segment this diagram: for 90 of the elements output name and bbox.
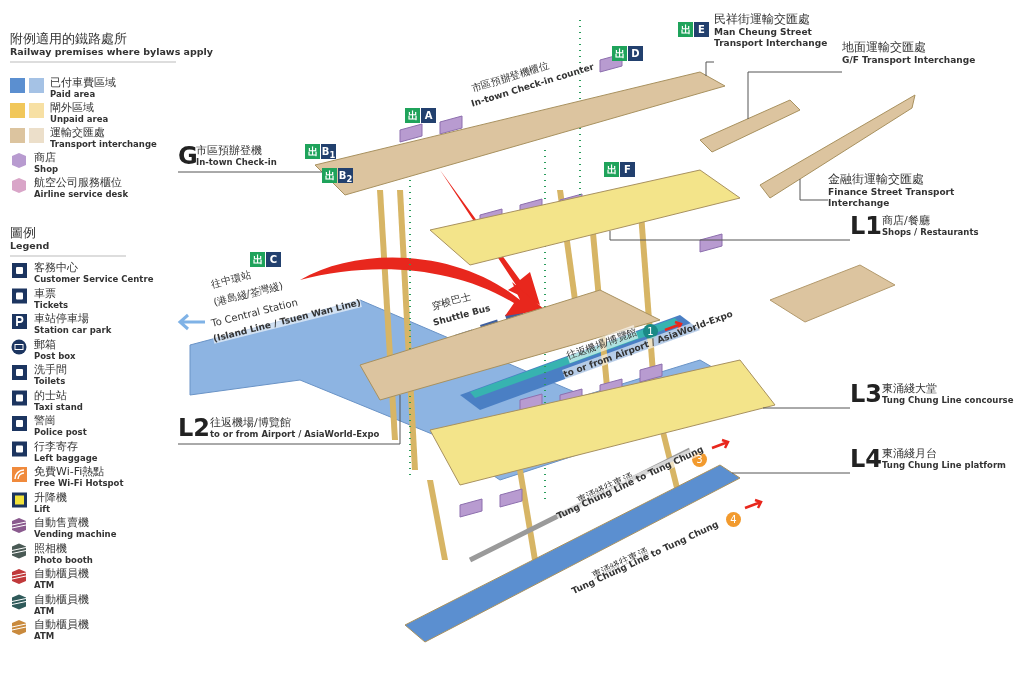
exit-sign: 出 bbox=[604, 162, 619, 177]
exit-letter: F bbox=[620, 162, 635, 177]
exit-letter: B$_{1}$ bbox=[321, 144, 336, 159]
floor-plate bbox=[699, 99, 801, 153]
leader-line bbox=[731, 472, 851, 474]
place-name: 地面運輸交匯處 bbox=[842, 40, 927, 55]
place-name: Finance Street Transport Interchange bbox=[828, 187, 956, 209]
legend-label: ATM bbox=[34, 631, 56, 642]
legend-label: Police post bbox=[34, 427, 87, 438]
floor-plate bbox=[404, 464, 741, 643]
level-name: 東涌綫月台 bbox=[882, 447, 937, 460]
exit-sign: 出 bbox=[405, 108, 420, 123]
legend-label: 已付車費區域 bbox=[50, 76, 116, 89]
legend-label: 客務中心 bbox=[34, 261, 79, 274]
legend-label: 洗手間 bbox=[34, 363, 67, 376]
legend-label: Shop bbox=[34, 164, 59, 175]
legend-label: 自動櫃員機 bbox=[34, 567, 89, 580]
legend-label: 自動櫃員機 bbox=[34, 592, 89, 606]
legend-label: Lift bbox=[34, 503, 52, 515]
legend-label: 升降機 bbox=[34, 490, 67, 504]
level-name: to or from Airport / AsiaWorld-Expo bbox=[210, 429, 380, 440]
legend-label: 免費Wi-Fi熱點 bbox=[34, 465, 106, 478]
heading: Legend bbox=[10, 240, 50, 251]
place-name: G/F Transport Interchange bbox=[842, 55, 977, 66]
leader-line bbox=[705, 61, 715, 77]
place-name: 民祥街運輸交匯處 bbox=[714, 12, 811, 27]
leader-line bbox=[762, 407, 851, 409]
legend-label: 的士站 bbox=[34, 388, 68, 402]
legend-label: 郵箱 bbox=[34, 337, 57, 351]
legend-label: Unpaid area bbox=[50, 114, 109, 125]
leader-line bbox=[799, 178, 829, 201]
legend-label: 自動售賣機 bbox=[34, 516, 90, 529]
legend-label: Customer Service Centre bbox=[34, 274, 154, 285]
place-name: 金融街運輸交匯處 bbox=[828, 172, 925, 187]
legend-label: Airline service desk bbox=[34, 189, 129, 200]
level-code: L4 bbox=[850, 445, 882, 473]
level-code: L2 bbox=[178, 414, 210, 442]
heading: 附例適用的鐵路處所 bbox=[10, 30, 127, 48]
level-name: 東涌綫大堂 bbox=[882, 382, 937, 395]
legend-label: Toilets bbox=[34, 376, 67, 387]
level-name: Tung Chung Line platform bbox=[882, 460, 1006, 471]
legend-label: Left baggage bbox=[34, 452, 98, 464]
legend-label: 照相機 bbox=[34, 541, 68, 555]
legend-label: 閘外區域 bbox=[50, 101, 95, 114]
level-name: 商店/餐廳 bbox=[882, 214, 930, 227]
legend-label: ATM bbox=[34, 580, 56, 591]
exit-sign: 出 bbox=[305, 144, 320, 159]
leader-line bbox=[747, 71, 843, 120]
exit-letter: E bbox=[694, 22, 709, 37]
legend-label: 車站停車場 bbox=[34, 312, 90, 325]
legend-label: Free Wi-Fi Hotspot bbox=[34, 478, 124, 489]
legend-label: Station car park bbox=[34, 325, 112, 336]
level-code: L3 bbox=[850, 380, 882, 408]
exit-sign: 出 bbox=[612, 46, 627, 61]
legend-label: 航空公司服務櫃位 bbox=[34, 176, 123, 189]
level-code: G bbox=[178, 142, 198, 170]
exit-sign: 出 bbox=[250, 252, 265, 267]
exit-letter: A bbox=[421, 108, 436, 123]
legend-label: Taxi stand bbox=[34, 401, 83, 413]
level-name: 市區預辦登機 bbox=[196, 144, 262, 157]
legend-label: Vending machine bbox=[34, 529, 117, 540]
level-name: 往返機場/博覽館 bbox=[210, 416, 291, 429]
leader-line bbox=[177, 171, 323, 173]
legend-label: ATM bbox=[34, 605, 56, 617]
level-code: L1 bbox=[850, 212, 882, 240]
heading: 圖例 bbox=[10, 224, 36, 242]
legend-label: 自動櫃員機 bbox=[34, 618, 89, 631]
leader-line bbox=[609, 230, 851, 241]
exit-sign: 出 bbox=[678, 22, 693, 37]
level-name: In-town Check-in bbox=[196, 157, 277, 168]
legend-label: 行李寄存 bbox=[34, 439, 79, 453]
level-name: Tung Chung Line concourse bbox=[882, 395, 1014, 406]
exit-letter: D bbox=[628, 46, 643, 61]
legend-label: Transport interchange bbox=[50, 139, 157, 150]
level-name: Shops / Restaurants bbox=[882, 227, 979, 238]
heading: Railway premises where bylaws apply bbox=[10, 46, 214, 57]
legend-label: 車票 bbox=[34, 286, 57, 300]
legend-label: Tickets bbox=[34, 299, 69, 311]
platform-number: 4 bbox=[726, 512, 741, 527]
legend-label: Post box bbox=[34, 350, 76, 362]
legend-label: Photo booth bbox=[34, 554, 93, 566]
exit-sign: 出 bbox=[322, 168, 337, 183]
exit-letter: C bbox=[266, 252, 281, 267]
legend-label: 運輸交匯處 bbox=[50, 126, 106, 139]
legend-label: 警崗 bbox=[34, 414, 57, 427]
legend-label: Paid area bbox=[50, 89, 97, 100]
legend-label: 商店 bbox=[34, 151, 57, 164]
leader-line bbox=[177, 394, 401, 445]
exit-letter: B$_{2}$ bbox=[338, 168, 353, 183]
place-name: Man Cheung Street Transport Interchange bbox=[714, 27, 829, 49]
